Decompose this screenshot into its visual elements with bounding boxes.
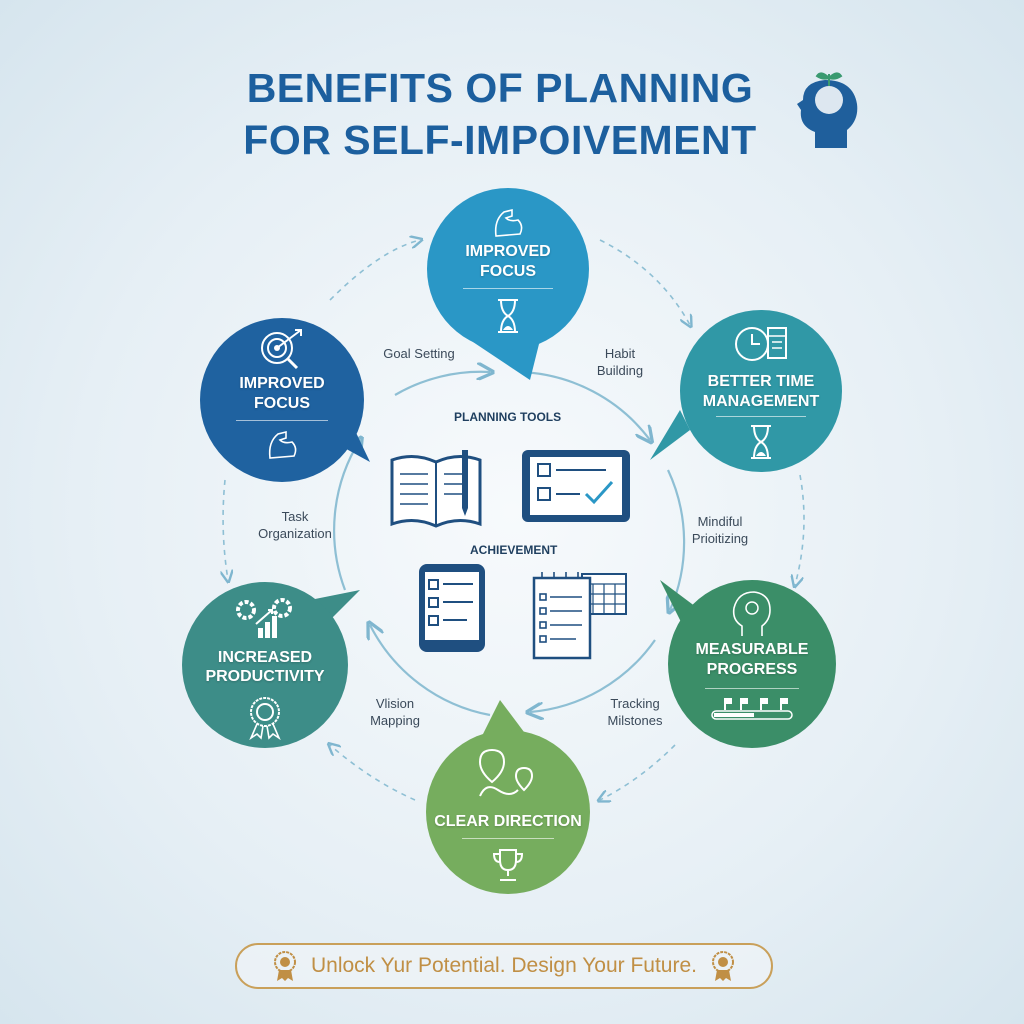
map-route-icon: [478, 748, 534, 797]
page-title: BENEFITS OF PLANNING FOR SELF-IMPOIVEMEN…: [200, 62, 800, 166]
achievement-label: ACHIEVEMENT: [470, 543, 558, 557]
notebook-pen-icon: [390, 450, 482, 528]
gears-chart-icon: [236, 598, 292, 638]
milestone-flags-icon: [711, 698, 793, 720]
award-rosette-icon: [273, 951, 296, 981]
bubble-label: CLEAR DIRECTION: [434, 813, 582, 830]
trophy-icon: [492, 849, 524, 881]
bubble-label: FOCUS: [480, 263, 536, 280]
brain-head-icon: [797, 72, 858, 148]
planner-calendar-icon: [532, 572, 627, 660]
phone-checklist-icon: [419, 564, 485, 652]
connector-habit-building: Habit Building: [596, 346, 644, 378]
clock-calendar-icon: [735, 327, 787, 361]
title-line-2: FOR SELF-IMPOIVEMENT: [243, 117, 757, 163]
bubble-label: BETTER TIME: [707, 373, 815, 390]
bubble-label: MEASURABLE: [695, 641, 809, 658]
bubble-label: MANAGEMENT: [702, 393, 820, 410]
connector-task-organization: Task Organization: [258, 509, 332, 541]
bubble-label: PROGRESS: [706, 661, 798, 678]
bubble-measurable-progress: MEASURABLE PROGRESS: [668, 580, 836, 748]
head-icon: [732, 591, 771, 636]
bubble-label: IMPROVED: [465, 243, 551, 260]
bubble-label: PRODUCTIVITY: [205, 668, 325, 685]
title-line-1: BENEFITS OF PLANNING: [246, 65, 754, 111]
connector-tracking-milestones: Tracking Milstones: [607, 696, 663, 728]
hourglass-icon: [751, 425, 771, 459]
footer-banner: Unlock Yur Potential. Design Your Future…: [235, 943, 773, 989]
bubble-improved-focus-top: IMPROVED FOCUS: [427, 188, 589, 350]
bubble-label: FOCUS: [254, 395, 310, 412]
bubble-label: IMPROVED: [239, 375, 325, 392]
bubble-improved-focus-left: IMPROVED FOCUS: [200, 318, 364, 482]
connector-vision-mapping: Vlision Mapping: [370, 696, 420, 728]
award-badge-icon: [249, 697, 281, 740]
bubble-better-time-management: BETTER TIME MANAGEMENT: [680, 310, 842, 472]
muscle-arm-icon: [494, 208, 523, 237]
connector-mindful-prioritizing: Mindiful Prioitizing: [691, 514, 749, 546]
planning-tools-label: PLANNING TOOLS: [454, 410, 562, 424]
muscle-arm-icon: [268, 430, 297, 459]
footer-tagline: Unlock Yur Potential. Design Your Future…: [310, 954, 697, 977]
connector-goal-setting: Goal Setting: [383, 346, 455, 361]
bubble-clear-direction: CLEAR DIRECTION: [426, 730, 590, 894]
bubble-label: INCREASED: [217, 649, 313, 666]
bubble-increased-productivity: INCREASED PRODUCTIVITY: [182, 582, 348, 748]
tablet-checklist-icon: [522, 450, 630, 522]
hourglass-icon: [498, 299, 518, 333]
award-rosette-icon: [712, 951, 734, 981]
target-icon: [261, 329, 302, 370]
